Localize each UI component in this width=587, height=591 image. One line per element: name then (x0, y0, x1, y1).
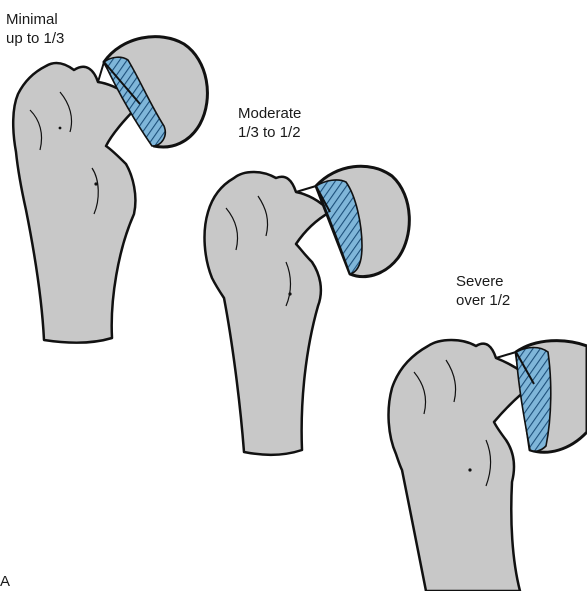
panel-letter: A (0, 573, 10, 591)
stage-label-moderate: Moderate 1/3 to 1/2 (238, 104, 301, 142)
femur-minimal (13, 37, 207, 343)
stage-range: over 1/2 (456, 291, 510, 310)
femur-severe (389, 340, 587, 591)
stage-title: Minimal (6, 10, 64, 29)
stage-title: Moderate (238, 104, 301, 123)
stage-label-severe: Severe over 1/2 (456, 272, 510, 310)
femur-moderate (205, 166, 410, 455)
stage-range: 1/3 to 1/2 (238, 123, 301, 142)
stage-range: up to 1/3 (6, 29, 64, 48)
femur-minimal-detail (94, 182, 97, 185)
femur-severe-shaft (389, 340, 534, 591)
femur-minimal-detail (59, 127, 62, 130)
femur-severe-detail (468, 468, 471, 471)
femur-moderate-shaft (205, 172, 330, 455)
stage-label-minimal: Minimal up to 1/3 (6, 10, 64, 48)
stage-title: Severe (456, 272, 510, 291)
femur-moderate-detail (288, 292, 291, 295)
femur-minimal-shaft (13, 63, 140, 343)
